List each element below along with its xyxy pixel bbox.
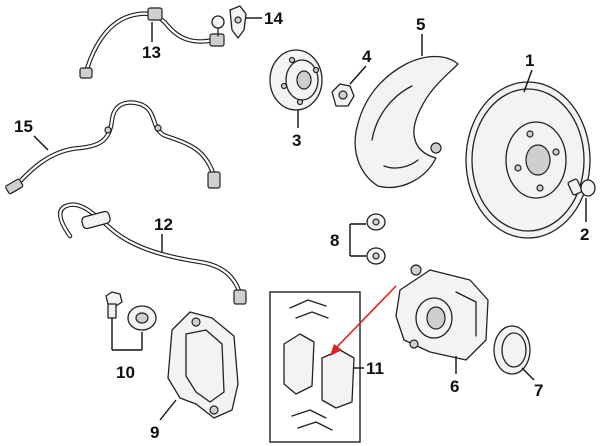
bolt-bushing-part-10 [105, 291, 157, 331]
callout-6: 6 [450, 377, 459, 396]
wear-sensor-part-12 [57, 202, 247, 305]
callout-labels: 1 2 3 4 5 6 7 8 9 10 11 12 13 14 15 [14, 9, 589, 442]
callout-1: 1 [525, 51, 534, 70]
callout-2: 2 [580, 225, 589, 244]
caliper-bracket-part-9 [167, 311, 239, 419]
callout-14: 14 [264, 9, 283, 28]
callout-3: 3 [292, 131, 301, 150]
hub-bearing-part-3 [269, 49, 323, 111]
abs-sensor-wire-part-15 [5, 100, 221, 195]
callout-10: 10 [116, 363, 135, 382]
brake-hose-part-13 [79, 7, 225, 79]
brake-pad-kit-part-11 [269, 291, 361, 443]
callout-12: 12 [154, 215, 173, 234]
callout-13: 13 [142, 43, 161, 62]
boot-seal-part-7 [493, 325, 531, 375]
callout-7: 7 [534, 381, 543, 400]
axle-nut-part-4 [331, 83, 355, 107]
brake-caliper-part-6 [395, 264, 489, 361]
callout-15: 15 [14, 117, 33, 136]
callout-4: 4 [362, 47, 372, 66]
callout-11: 11 [366, 359, 384, 378]
callout-5: 5 [416, 15, 425, 34]
brake-rotor-part-1 [465, 81, 591, 239]
pad-kit-box [269, 291, 361, 443]
callout-8: 8 [330, 231, 339, 250]
bracket-clip-part-14 [229, 5, 247, 39]
callout-9: 9 [150, 423, 159, 442]
highlight-arrow [330, 285, 397, 356]
dust-shield-part-5 [354, 55, 459, 188]
caliper-bolts-part-8 [366, 213, 386, 265]
bolt-part-2 [567, 178, 596, 197]
leader-lines [33, 17, 587, 421]
